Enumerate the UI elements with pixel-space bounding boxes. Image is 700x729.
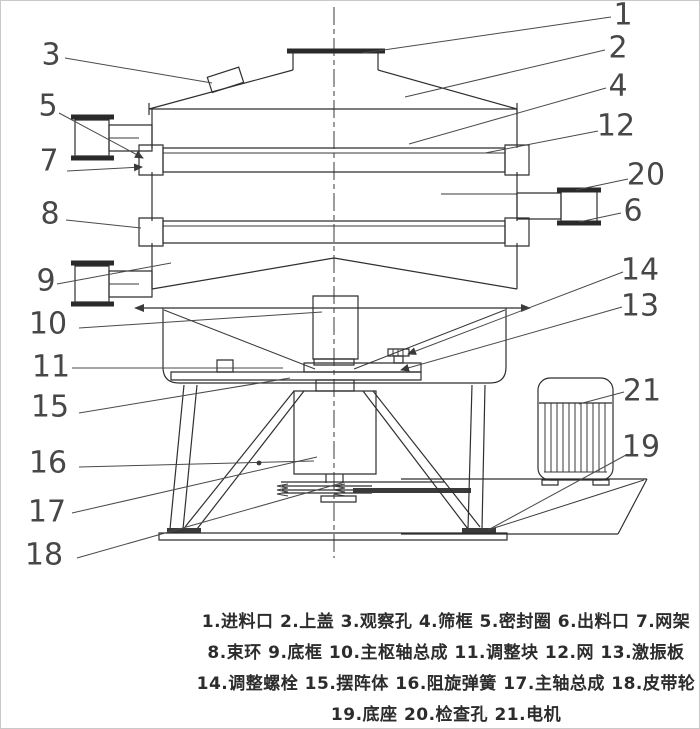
callout-16: 16 xyxy=(29,446,67,481)
main-shaft-assembly xyxy=(294,380,376,483)
callout-7: 7 xyxy=(39,144,58,179)
legend-line-2: 8.束环 9.底框 10.主枢轴总成 11.调整块 12.网 13.激振板 xyxy=(207,643,685,663)
parts-legend: 1.进料口 2.上盖 3.观察孔 4.筛框 5.密封圈 6.出料口 7.网架 8… xyxy=(191,607,699,728)
legend-line-4: 19.底座 20.检查孔 21.电机 xyxy=(330,705,562,725)
stand-base-bar xyxy=(159,533,507,540)
callout-5: 5 xyxy=(38,89,57,124)
leader-lines xyxy=(57,17,628,558)
callout-19: 19 xyxy=(622,430,660,465)
stand-legs xyxy=(159,385,507,540)
callout-8: 8 xyxy=(40,197,59,232)
left-outlet-upper xyxy=(71,117,152,158)
bottom-frame-flange xyxy=(134,304,531,312)
callout-14: 14 xyxy=(621,253,659,288)
exciter-plates xyxy=(171,360,421,380)
callout-13: 13 xyxy=(621,289,659,324)
callout-2: 2 xyxy=(608,31,627,66)
legend-line-1: 1.进料口 2.上盖 3.观察孔 4.筛框 5.密封圈 6.出料口 7.网架 xyxy=(201,612,691,632)
funnel-screen xyxy=(152,258,517,369)
bottom-frame xyxy=(163,308,506,383)
pivot-shaft-assembly xyxy=(313,296,358,365)
callout-4: 4 xyxy=(608,69,627,104)
inlet-port xyxy=(287,51,385,70)
base-plate xyxy=(401,479,647,534)
foot-plate-left xyxy=(167,528,201,533)
adjusting-bolt xyxy=(388,349,409,363)
top-cover xyxy=(149,70,517,115)
callout-3: 3 xyxy=(41,38,60,73)
foot-plate-right xyxy=(462,528,496,533)
callout-9: 9 xyxy=(36,264,55,299)
callout-10: 10 xyxy=(29,307,67,342)
callout-15: 15 xyxy=(31,390,69,425)
belt-pulley xyxy=(277,482,471,502)
callout-6: 6 xyxy=(623,194,642,229)
callout-18: 18 xyxy=(25,538,63,573)
drive-belt xyxy=(353,488,471,493)
callout-1: 1 xyxy=(613,1,632,33)
legend-line-3: 14.调整螺栓 15.摆阵体 16.阻旋弹簧 17.主轴总成 18.皮带轮 xyxy=(196,674,696,694)
callout-numbers: 1 2 3 4 5 6 7 8 9 10 11 12 13 14 15 16 1… xyxy=(25,1,665,573)
callout-21: 21 xyxy=(623,374,661,409)
motor xyxy=(538,378,613,485)
callout-17: 17 xyxy=(28,495,66,530)
spring-symbol-left xyxy=(277,484,288,496)
spring-symbol-mid xyxy=(334,484,345,496)
observation-port xyxy=(207,67,243,92)
left-outlet-lower xyxy=(71,263,152,304)
clamp-band-upper xyxy=(139,145,529,175)
callout-20: 20 xyxy=(627,158,665,193)
callout-11: 11 xyxy=(32,350,70,385)
callout-12: 12 xyxy=(597,109,635,144)
